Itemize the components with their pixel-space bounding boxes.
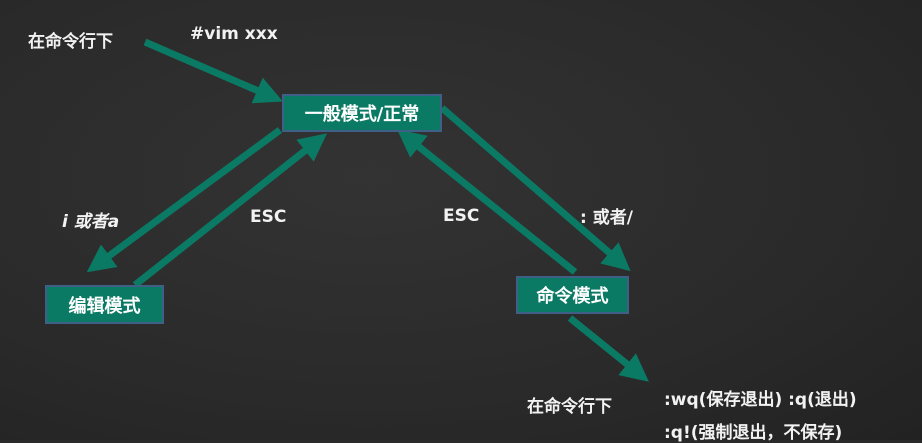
arrow-command-to-exit [567, 315, 649, 382]
exit-commands-line2: :q!(强制退出，不保存) [664, 423, 843, 443]
start-context-label: 在命令行下 [28, 32, 113, 52]
arrow-command-to-normal [397, 129, 578, 275]
esc-left-label: ESC [250, 207, 287, 227]
exit-commands-line1: :wq(保存退出) :q(退出) [664, 390, 857, 410]
arrow-normal-to-edit [86, 127, 283, 273]
to-command-label: : 或者/ [580, 208, 633, 228]
command-mode-node: 命令模式 [516, 276, 629, 314]
arrow-edit-to-normal [132, 133, 327, 288]
start-command-label: #vim xxx [190, 24, 278, 44]
exit-context-label: 在命令行下 [527, 397, 612, 417]
normal-mode-node: 一般模式/正常 [282, 94, 442, 132]
to-edit-label: i 或者a [62, 212, 120, 232]
arrow-normal-to-command [439, 105, 631, 272]
edit-mode-node: 编辑模式 [45, 285, 164, 324]
esc-right-label: ESC [443, 206, 480, 226]
arrow-start-to-normal [143, 38, 283, 104]
